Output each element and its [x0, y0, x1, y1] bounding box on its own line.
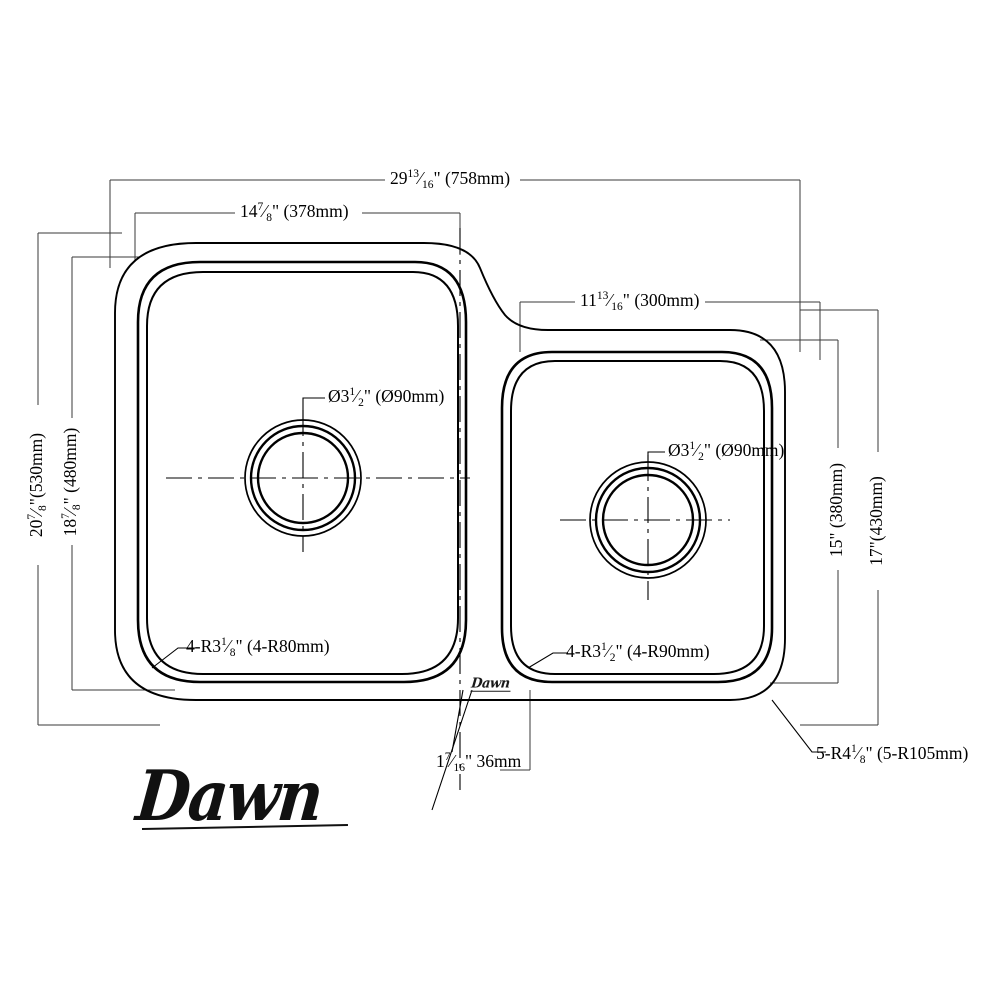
callout-drain-left: Ø31⁄2" (Ø90mm) — [328, 386, 445, 409]
sink-outer-rim — [114, 242, 786, 701]
dim-right-overall-depth: 17"(430mm) — [866, 476, 886, 566]
dim-small-bowl-depth: 15" (380mm) — [826, 463, 846, 557]
left-bowl — [136, 260, 468, 684]
callout-radius-rim: 5-R41⁄8" (5-R105mm) — [816, 743, 969, 766]
drain-left — [244, 419, 362, 537]
dim-overall-width: 2913⁄16" (758mm) — [390, 168, 510, 191]
callout-radius-large-bowl: 4-R31⁄8" (4-R80mm) — [186, 636, 330, 659]
dim-large-bowl-width: 147⁄8" (378mm) — [240, 201, 349, 224]
leader-lines — [151, 397, 826, 811]
dawn-brand-logo: Dawn — [133, 755, 380, 842]
dim-small-bowl-width: 1113⁄16" (300mm) — [580, 290, 700, 313]
callout-radius-small-bowl: 4-R31⁄2" (4-R90mm) — [566, 641, 710, 664]
right-bowl — [500, 350, 774, 684]
drain-right — [589, 461, 707, 579]
center-lines — [166, 228, 730, 790]
dim-large-bowl-depth: 187⁄8" (480mm) — [60, 428, 83, 537]
dimension-lines — [37, 179, 879, 725]
dawn-mini-logo-text: Dawn — [470, 676, 511, 692]
dawn-mini-logo-underline — [470, 690, 511, 692]
callout-drain-right: Ø31⁄2" (Ø90mm) — [668, 440, 785, 463]
dim-divider-width: 17⁄16" 36mm — [436, 751, 522, 774]
dawn-mini-logo: Dawn — [470, 676, 511, 692]
extension-lines — [38, 180, 878, 771]
dawn-logo-text: Dawn — [132, 755, 326, 838]
dim-overall-depth: 207⁄8"(530mm) — [26, 433, 49, 537]
